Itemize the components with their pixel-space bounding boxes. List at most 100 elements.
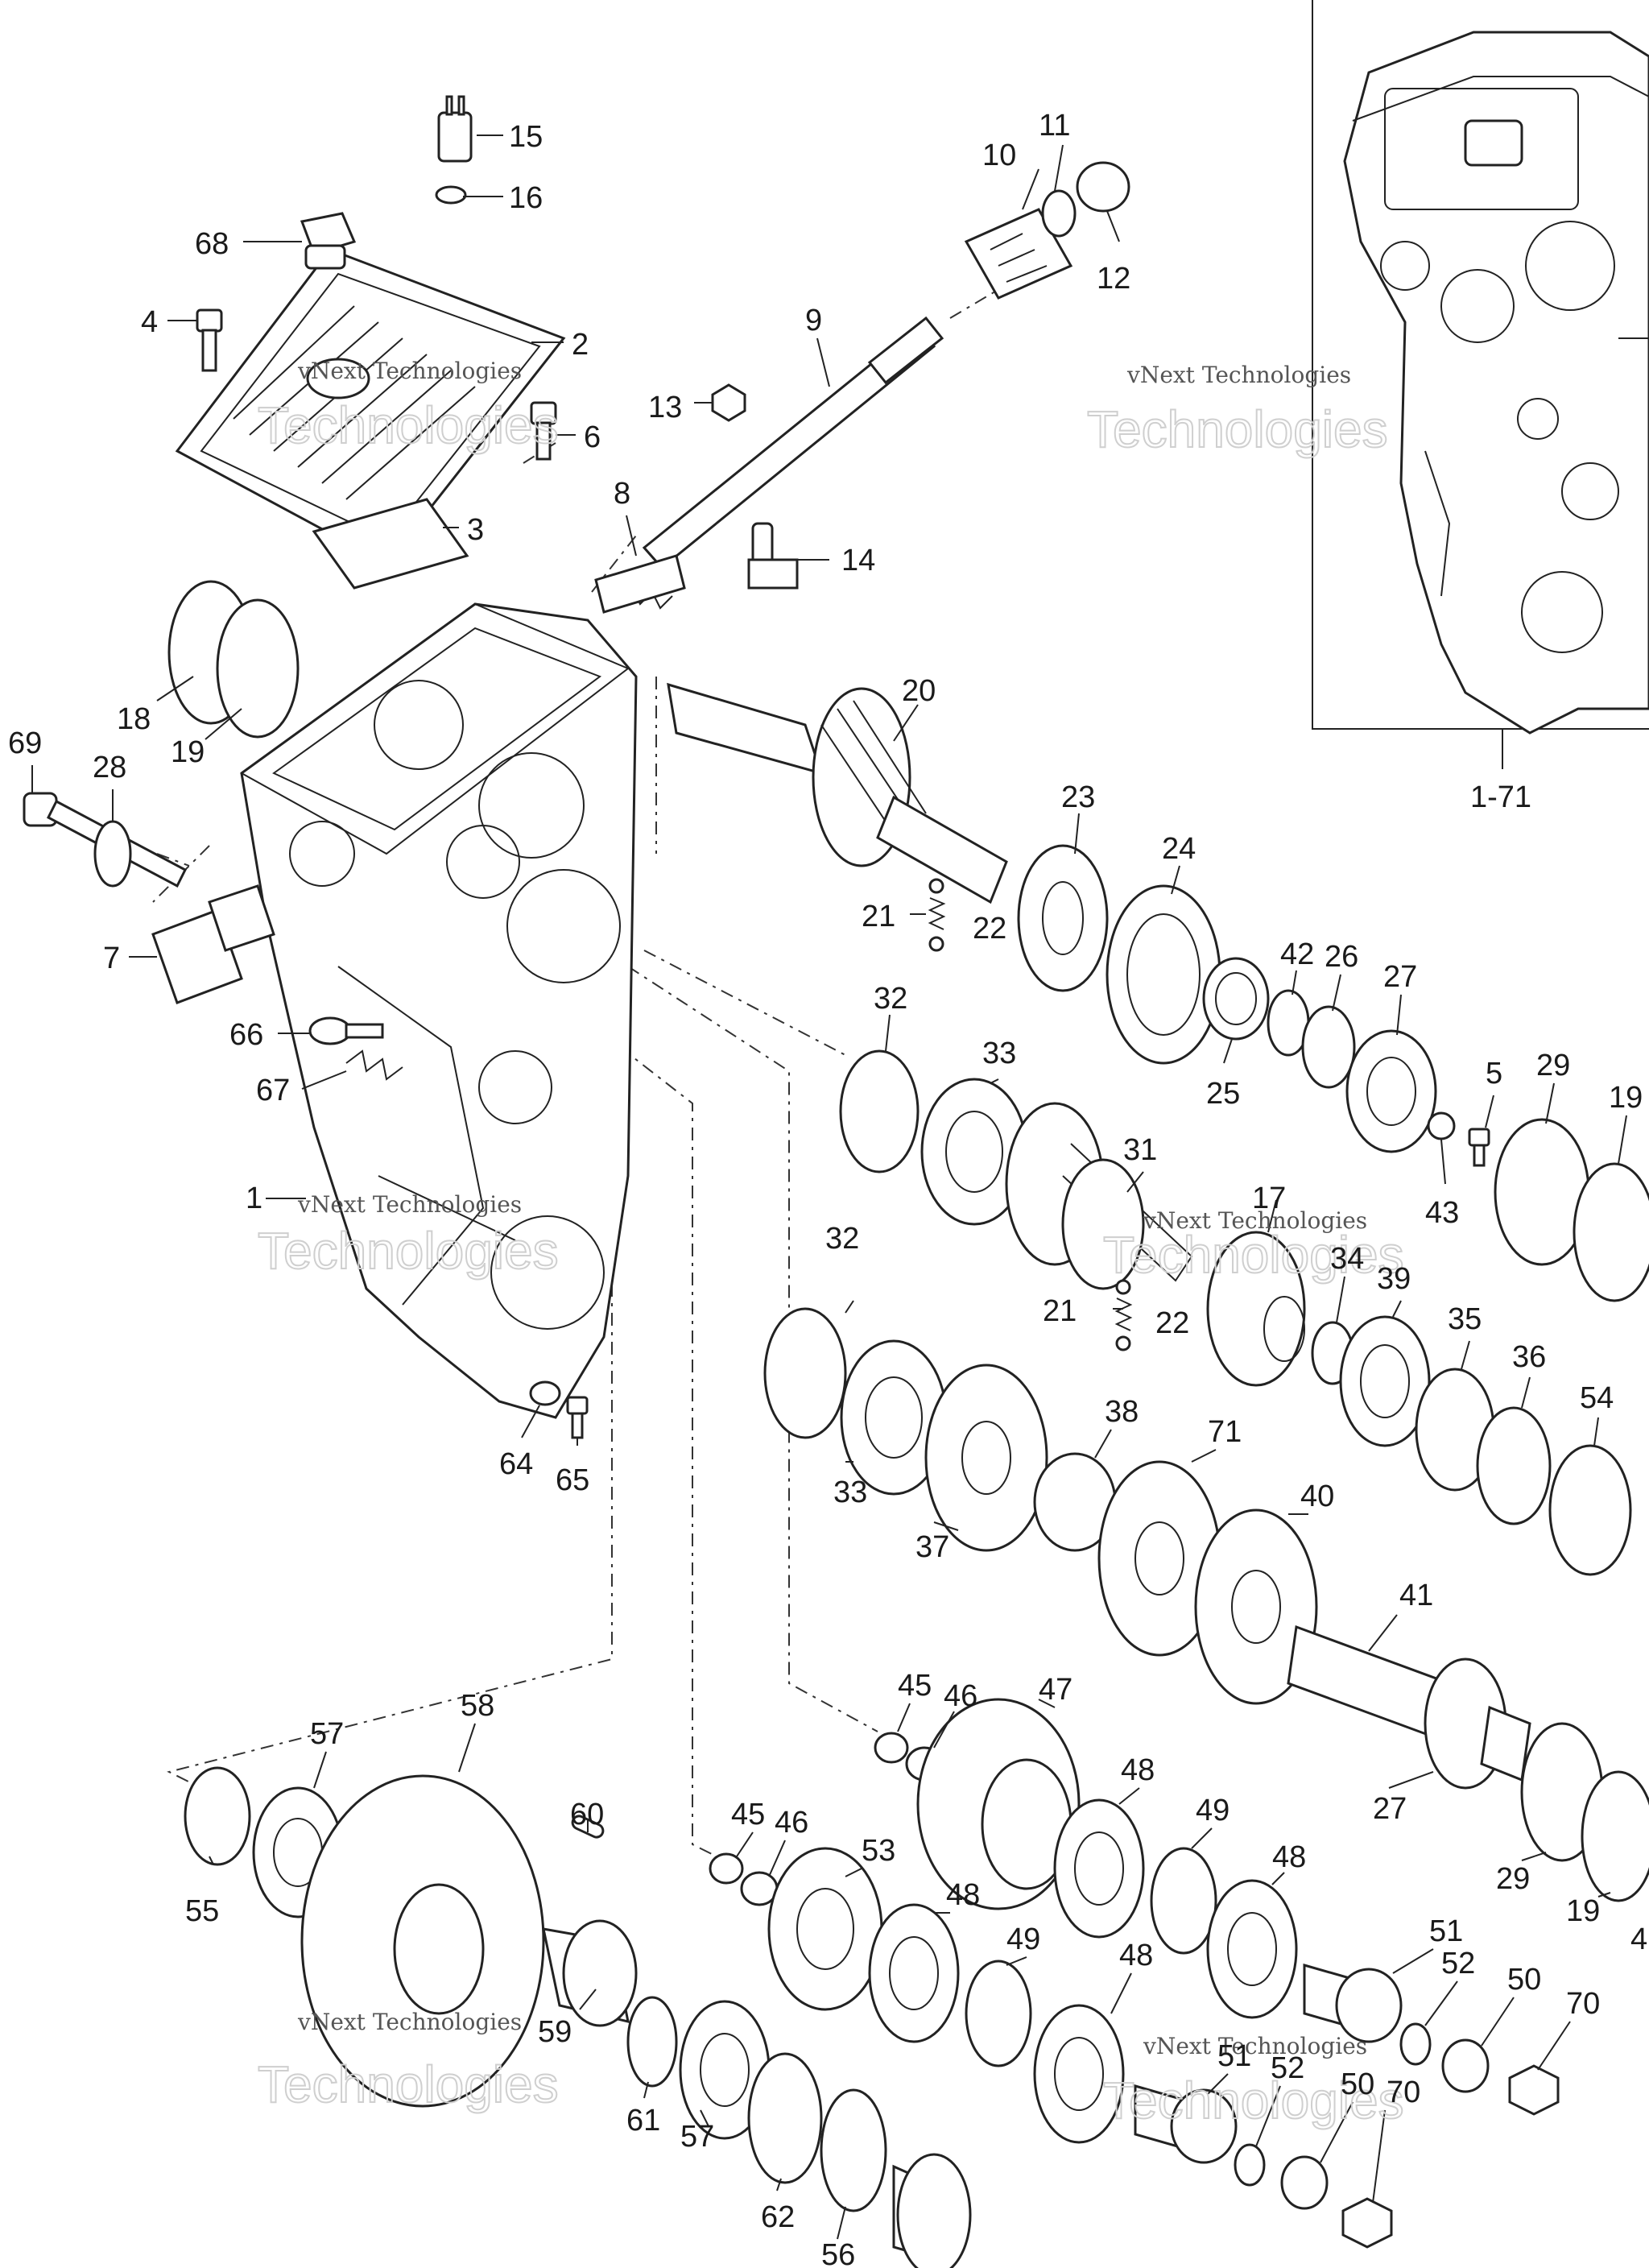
callout-32: 32 — [874, 982, 907, 1016]
callout-38: 38 — [1105, 1395, 1139, 1429]
gear-24 — [1106, 884, 1221, 1065]
callout-33: 33 — [982, 1037, 1016, 1070]
top-cover — [175, 248, 566, 565]
callout-36: 36 — [1512, 1340, 1546, 1374]
callout-4: 4 — [1630, 1922, 1647, 1956]
callout-48: 48 — [1272, 1840, 1306, 1874]
o-ring-11 — [1041, 189, 1077, 238]
o-ring-52b — [1234, 2143, 1266, 2187]
callout-51: 51 — [1429, 1914, 1463, 1948]
input-shaft-20 — [667, 682, 1008, 904]
flange-51a — [1303, 1964, 1403, 2043]
callout-59: 59 — [538, 2015, 572, 2049]
callout-54: 54 — [1580, 1381, 1614, 1415]
washer-62 — [747, 2052, 823, 2184]
watermark-outline: Technologies — [258, 396, 559, 454]
callout-4: 4 — [141, 305, 158, 339]
callout-48: 48 — [946, 1878, 980, 1912]
callout-20: 20 — [902, 674, 936, 708]
inset-label: 1-71 — [1470, 780, 1531, 814]
callout-29: 29 — [1536, 1049, 1570, 1082]
callout-55: 55 — [185, 1894, 219, 1928]
spring-8 — [594, 554, 686, 614]
callout-50: 50 — [1341, 2067, 1374, 2101]
callout-18: 18 — [117, 702, 151, 736]
callout-60: 60 — [570, 1798, 604, 1831]
gear-37 — [924, 1364, 1048, 1552]
snap-ring-49a — [1150, 1847, 1217, 1955]
synchro-hub-23 — [1017, 844, 1109, 992]
washer-32b — [763, 1307, 847, 1439]
callout-35: 35 — [1448, 1302, 1482, 1336]
watermarks: Technologies vNext Technologies Technolo… — [257, 358, 1405, 2130]
callout-64: 64 — [499, 1447, 533, 1481]
callout-62: 62 — [761, 2200, 795, 2234]
callout-49: 49 — [1006, 1922, 1040, 1956]
watermark-outline: Technologies — [1087, 400, 1388, 458]
assembled-gearbox-image — [1343, 31, 1649, 735]
watermark-text: vNext Technologies — [297, 1191, 522, 1218]
washer-64 — [529, 1380, 561, 1406]
pin-66 — [308, 1016, 384, 1045]
callout-23: 23 — [1061, 780, 1095, 814]
elbow-fitting-14 — [747, 522, 799, 590]
callout-6: 6 — [584, 420, 601, 454]
callout-31: 31 — [1123, 1133, 1157, 1167]
callout-26: 26 — [1325, 940, 1358, 974]
plug-10 — [964, 208, 1073, 300]
callout-37: 37 — [915, 1530, 949, 1564]
o-ring-45b — [709, 1852, 744, 1885]
cap-54 — [1548, 1444, 1632, 1576]
spring-21-22b — [1114, 1279, 1133, 1351]
watermark-outline: Technologies — [258, 1222, 559, 1280]
gear-53 — [767, 1847, 883, 2011]
callout-45: 45 — [898, 1669, 932, 1703]
callout-24: 24 — [1162, 832, 1196, 866]
o-ring-52a — [1399, 2022, 1432, 2066]
cap — [892, 2153, 972, 2268]
callout-57: 57 — [680, 2120, 714, 2154]
callout-67: 67 — [256, 1074, 290, 1107]
callout-69: 69 — [8, 726, 42, 760]
callout-25: 25 — [1206, 1077, 1240, 1111]
output-shaft-41 — [1287, 1624, 1531, 1790]
callout-34: 34 — [1330, 1242, 1364, 1276]
watermark-text: vNext Technologies — [1143, 1207, 1367, 1234]
bearing-39 — [1339, 1315, 1431, 1447]
callout-48: 48 — [1121, 1753, 1155, 1787]
washer-43 — [1427, 1111, 1456, 1140]
snap-ring-19a — [216, 598, 300, 739]
callout-70: 70 — [1566, 1987, 1600, 2021]
shaft-59 — [542, 1919, 638, 2027]
callout-8: 8 — [614, 477, 630, 511]
callout-43: 43 — [1425, 1196, 1459, 1230]
inset-view: 1-71 — [1312, 0, 1649, 814]
callout-2: 2 — [572, 328, 589, 362]
callout-39: 39 — [1377, 1262, 1411, 1296]
callout-22: 22 — [973, 912, 1006, 946]
bolt-5 — [1468, 1128, 1490, 1167]
callout-52: 52 — [1271, 2051, 1304, 2085]
snap-ring-61 — [626, 1996, 678, 2088]
callout-56: 56 — [821, 2238, 855, 2268]
callout-21: 21 — [1043, 1294, 1077, 1328]
callout-41: 41 — [1399, 1579, 1433, 1612]
snap-ring-19b — [1573, 1162, 1649, 1302]
seal-12 — [1076, 161, 1130, 213]
callout-49: 49 — [1196, 1794, 1230, 1827]
bolt-6 — [530, 401, 557, 461]
bolt-4 — [196, 308, 223, 372]
plug-7 — [151, 884, 275, 1004]
callout-17: 17 — [1252, 1182, 1286, 1215]
callout-5: 5 — [1486, 1057, 1502, 1091]
callout-15: 15 — [509, 120, 543, 154]
watermark-outline: Technologies — [1103, 2071, 1404, 2129]
bearing-27a — [1345, 1029, 1437, 1153]
snap-ring-49b — [965, 1960, 1032, 2067]
watermark-text: vNext Technologies — [297, 2009, 522, 2035]
bearing-48b — [1206, 1879, 1298, 2019]
callout-48: 48 — [1119, 1939, 1153, 1972]
watermark-text: vNext Technologies — [1143, 2033, 1367, 2059]
callout-labels: 15 16 68 4 2 6 3 10 11 12 9 13 8 14 18 1… — [8, 109, 1647, 2268]
